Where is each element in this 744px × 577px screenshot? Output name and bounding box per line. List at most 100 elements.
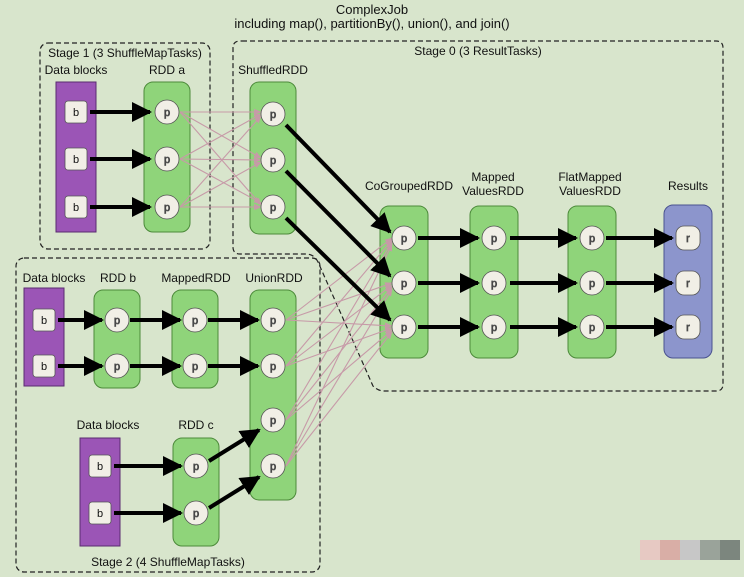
data-block: b: [88, 501, 112, 525]
svg-text:p: p: [270, 415, 276, 427]
cogrouped-rdd-label: CoGroupedRDD: [365, 179, 453, 193]
svg-text:p: p: [270, 315, 276, 327]
data-block: b: [64, 147, 88, 171]
data-blocks-b-label: Data blocks: [23, 271, 86, 285]
svg-text:p: p: [401, 278, 407, 290]
svg-text:p: p: [270, 155, 276, 167]
partition-node: p: [104, 353, 130, 379]
partition-nodes: p p p p p p p p p p p p p p p p p p p p …: [104, 99, 605, 526]
partition-node: p: [260, 307, 286, 333]
partition-node: p: [481, 270, 507, 296]
partition-node: p: [183, 453, 209, 479]
svg-text:b: b: [97, 461, 103, 473]
partition-node: p: [154, 99, 180, 125]
svg-text:p: p: [491, 233, 497, 245]
partition-node: p: [391, 225, 417, 251]
stage-1-label: Stage 1 (3 ShuffleMapTasks): [48, 46, 202, 60]
svg-text:r: r: [686, 278, 690, 290]
flatmapped-values-rdd-label-1: FlatMapped: [558, 170, 621, 184]
diagram-subtitle: including map(), partitionBy(), union(),…: [234, 16, 509, 31]
stage-2-box: [15, 257, 321, 573]
partition-node: p: [154, 194, 180, 220]
union-rdd-label: UnionRDD: [245, 271, 303, 285]
svg-text:p: p: [270, 461, 276, 473]
svg-text:b: b: [73, 202, 79, 214]
partition-node: p: [183, 500, 209, 526]
partition-node: p: [579, 314, 605, 340]
partition-node: p: [579, 225, 605, 251]
svg-text:p: p: [193, 461, 199, 473]
svg-text:b: b: [41, 361, 47, 373]
mapped-values-rdd-label-2: ValuesRDD: [462, 184, 524, 198]
svg-text:p: p: [193, 508, 199, 520]
flatmapped-values-rdd-label-2: ValuesRDD: [559, 184, 621, 198]
svg-text:p: p: [491, 278, 497, 290]
shuffled-rdd-label: ShuffledRDD: [238, 63, 308, 77]
svg-text:p: p: [401, 233, 407, 245]
svg-text:p: p: [114, 315, 120, 327]
svg-text:p: p: [164, 107, 170, 119]
svg-text:b: b: [73, 154, 79, 166]
svg-text:p: p: [192, 361, 198, 373]
partition-node: p: [260, 147, 286, 173]
svg-text:p: p: [270, 202, 276, 214]
partition-node: p: [481, 314, 507, 340]
partition-node: p: [104, 307, 130, 333]
stage-2-label: Stage 2 (4 ShuffleMapTasks): [91, 555, 245, 569]
svg-text:p: p: [164, 202, 170, 214]
svg-text:b: b: [41, 315, 47, 327]
svg-text:b: b: [73, 107, 79, 119]
shuffle-dependency-arrows: [179, 108, 393, 467]
partition-node: p: [481, 225, 507, 251]
data-block: b: [32, 308, 56, 332]
results-label: Results: [668, 179, 708, 193]
rdd-b-label: RDD b: [100, 271, 136, 285]
data-block: b: [32, 354, 56, 378]
data-block: b: [64, 100, 88, 124]
svg-text:p: p: [270, 109, 276, 121]
svg-text:r: r: [686, 322, 690, 334]
svg-text:p: p: [589, 322, 595, 334]
partition-node: p: [182, 307, 208, 333]
data-block: b: [64, 195, 88, 219]
result-node: r: [675, 225, 701, 251]
partition-node: p: [260, 407, 286, 433]
partition-node: p: [391, 314, 417, 340]
svg-text:p: p: [491, 322, 497, 334]
diagram-title: ComplexJob: [336, 2, 408, 17]
data-blocks-c-container: [79, 437, 121, 547]
partition-node: p: [260, 101, 286, 127]
partition-node: p: [154, 146, 180, 172]
svg-text:b: b: [97, 508, 103, 520]
stage-0-label: Stage 0 (3 ResultTasks): [414, 44, 541, 58]
partition-node: p: [260, 194, 286, 220]
svg-text:p: p: [589, 233, 595, 245]
partition-node: p: [579, 270, 605, 296]
narrow-dependency-arrows: [58, 102, 674, 523]
rdd-a-label: RDD a: [149, 63, 185, 77]
svg-text:p: p: [192, 315, 198, 327]
data-blocks-c-label: Data blocks: [77, 418, 140, 432]
stage-0-box: [232, 40, 724, 392]
partition-node: p: [260, 453, 286, 479]
svg-text:p: p: [114, 361, 120, 373]
result-node: r: [675, 314, 701, 340]
svg-text:r: r: [686, 233, 690, 245]
data-blocks-a-label: Data blocks: [45, 63, 108, 77]
watermark-blocks: [640, 540, 744, 577]
union-rdd-container: [249, 289, 297, 501]
svg-text:p: p: [270, 361, 276, 373]
mapped-values-rdd-label-1: Mapped: [471, 170, 514, 184]
data-block: b: [88, 454, 112, 478]
partition-node: p: [260, 353, 286, 379]
stage-1-box: [39, 42, 211, 250]
rdd-c-label: RDD c: [178, 418, 213, 432]
result-nodes: r r r: [675, 225, 701, 340]
svg-text:p: p: [589, 278, 595, 290]
result-node: r: [675, 270, 701, 296]
mapped-rdd-label: MappedRDD: [161, 271, 231, 285]
data-block-nodes: b b b b b b b: [32, 100, 112, 525]
svg-text:p: p: [401, 322, 407, 334]
